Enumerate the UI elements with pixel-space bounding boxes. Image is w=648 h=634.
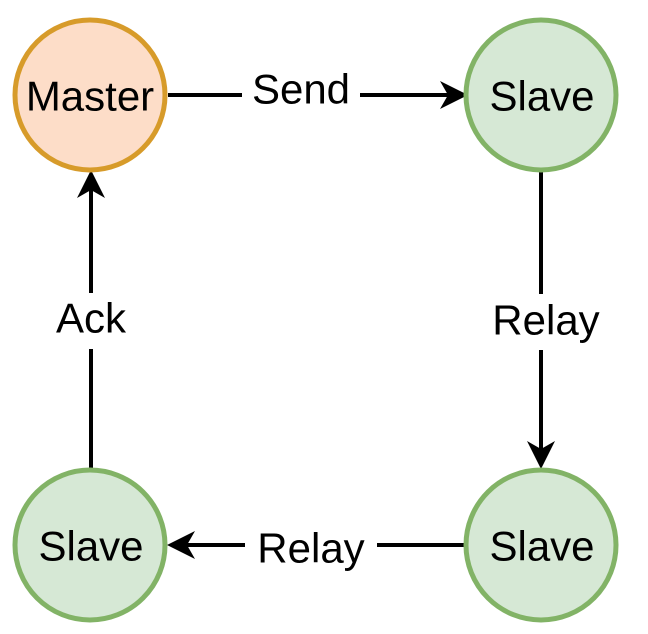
node-slave-top-right[interactable]: Slave <box>463 17 619 173</box>
edge-relay-bottom-label: Relay <box>257 525 364 572</box>
edge-relay-right-arrowhead <box>527 441 555 469</box>
edge-ack-arrowhead <box>77 170 105 198</box>
node-slave-bottom-left[interactable]: Slave <box>12 467 168 623</box>
edge-relay-bottom-label-bg <box>245 518 377 574</box>
node-slave-bottom-right[interactable]: Slave <box>463 467 619 623</box>
node-master-label: Master <box>26 73 154 120</box>
node-slave-bottom-left-label: Slave <box>38 523 143 570</box>
edge-send-label-bg <box>242 68 360 120</box>
node-master-circle <box>12 17 168 173</box>
edge-ack-label: Ack <box>56 295 127 342</box>
edge-relay-bottom-arrowhead <box>167 531 195 559</box>
node-master[interactable]: Master <box>12 17 168 173</box>
edge-send: Send <box>168 66 468 120</box>
node-slave-bottom-right-circle <box>463 467 619 623</box>
node-slave-top-right-circle <box>463 17 619 173</box>
node-slave-top-right-label: Slave <box>489 73 594 120</box>
edge-relay-bottom: Relay <box>167 518 464 574</box>
edge-send-arrowhead <box>440 81 468 109</box>
edge-send-label: Send <box>252 66 350 113</box>
edge-relay-right-label-bg <box>479 294 611 350</box>
node-slave-bottom-right-label: Slave <box>489 523 594 570</box>
edge-relay-right-label: Relay <box>492 297 599 344</box>
edge-ack-label-bg <box>44 293 140 349</box>
node-slave-bottom-left-circle <box>12 467 168 623</box>
edge-relay-right: Relay <box>479 172 611 469</box>
edge-ack: Ack <box>44 170 140 468</box>
